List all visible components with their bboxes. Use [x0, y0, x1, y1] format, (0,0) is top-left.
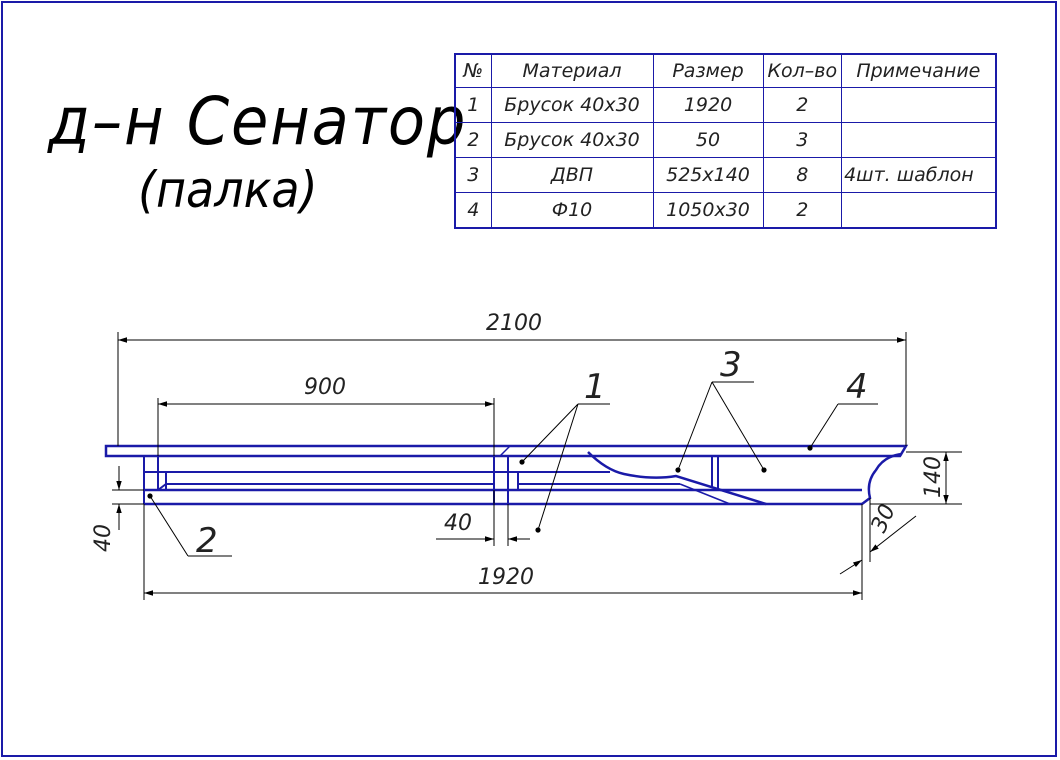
extension-line: [112, 489, 144, 505]
end-curve: [861, 452, 903, 505]
cell-quantity: 3: [762, 122, 843, 158]
dimension-lines: [112, 332, 962, 600]
dimension-label-40-spacer: 40: [444, 511, 472, 536]
spacer-block-left: [143, 471, 167, 491]
dimension-label-40-side: 40: [91, 524, 116, 552]
bottom-bar: [144, 488, 862, 506]
leader-dot: [675, 467, 681, 473]
leader-dot: [147, 493, 153, 499]
cell-quantity: 8: [762, 157, 843, 193]
cell-material: Брусок 40х30: [490, 122, 654, 158]
cell-size: 1920: [652, 87, 764, 123]
leader-1: [521, 403, 610, 531]
left-section-bars: [143, 456, 494, 504]
header-size: Размер: [652, 53, 764, 88]
header-material: Материал: [490, 53, 654, 88]
cell-material: Брусок 40х30: [490, 87, 654, 123]
leader-3: [677, 381, 765, 471]
leader-4: [809, 403, 878, 449]
callout-1: 1: [584, 367, 606, 407]
leader-dot: [535, 527, 541, 533]
table-row: 3 ДВП 525х140 8 4шт. шаблон: [454, 157, 997, 193]
header-quantity: Кол–во: [762, 53, 843, 88]
drawing-title: д–н Сенатор: [48, 83, 468, 160]
cell-quantity: 2: [762, 192, 843, 229]
extension-line: [493, 490, 509, 546]
extension-line: [117, 332, 907, 446]
leader-dots: [147, 445, 813, 533]
top-rod: [104, 444, 909, 458]
leader-dot: [807, 445, 813, 451]
cell-material: Ф10: [490, 192, 654, 229]
cell-number: 3: [454, 157, 492, 193]
right-section-lines: [518, 471, 680, 485]
leader-lines: [149, 381, 878, 557]
dimension-label-140: 140: [921, 456, 946, 498]
extension-line: [870, 451, 962, 505]
dimension-label-1920: 1920: [478, 565, 534, 590]
table-row: 1 Брусок 40х30 1920 2: [454, 87, 997, 123]
callout-3: 3: [720, 345, 742, 385]
extension-line: [861, 498, 871, 576]
extension-line: [157, 398, 495, 456]
dimension-line-30-lower: [839, 559, 863, 575]
part-outline: [104, 444, 909, 506]
cell-size: 1050х30: [652, 192, 764, 229]
table-header-row: № Материал Размер Кол–во Примечание: [454, 53, 997, 88]
fiberboard-curve: [587, 451, 767, 506]
cell-number: 2: [454, 122, 492, 158]
cell-size: 50: [652, 122, 764, 158]
header-number: №: [454, 53, 492, 88]
callout-2: 2: [196, 521, 218, 561]
middle-post: [493, 456, 519, 504]
cell-note: 4шт. шаблон: [841, 157, 997, 193]
cell-quantity: 2: [762, 87, 843, 123]
rod-inner-line: [499, 445, 511, 457]
leader-dot: [761, 467, 767, 473]
cell-size: 525х140: [652, 157, 764, 193]
dimension-label-30: 30: [867, 501, 901, 537]
table-row: 2 Брусок 40х30 50 3: [454, 122, 997, 158]
fiberboard-diagonal: [679, 483, 731, 505]
leader-2: [149, 495, 232, 557]
leader-dot: [519, 459, 525, 465]
dimension-line-30: [869, 515, 917, 553]
dimension-label-2100: 2100: [486, 311, 542, 336]
dimension-label-900: 900: [304, 375, 346, 400]
cell-note: [841, 87, 997, 123]
spacer-block-middle: [493, 471, 519, 491]
table-row: 4 Ф10 1050х30 2: [454, 192, 997, 229]
drawing-subtitle: (палка): [138, 161, 318, 219]
fiberboard-post: [711, 456, 719, 490]
cell-note: [841, 192, 997, 229]
specification-table: № Материал Размер Кол–во Примечание 1 Бр…: [454, 53, 997, 229]
callout-4: 4: [846, 367, 868, 407]
cell-number: 4: [454, 192, 492, 229]
cell-material: ДВП: [490, 157, 654, 193]
